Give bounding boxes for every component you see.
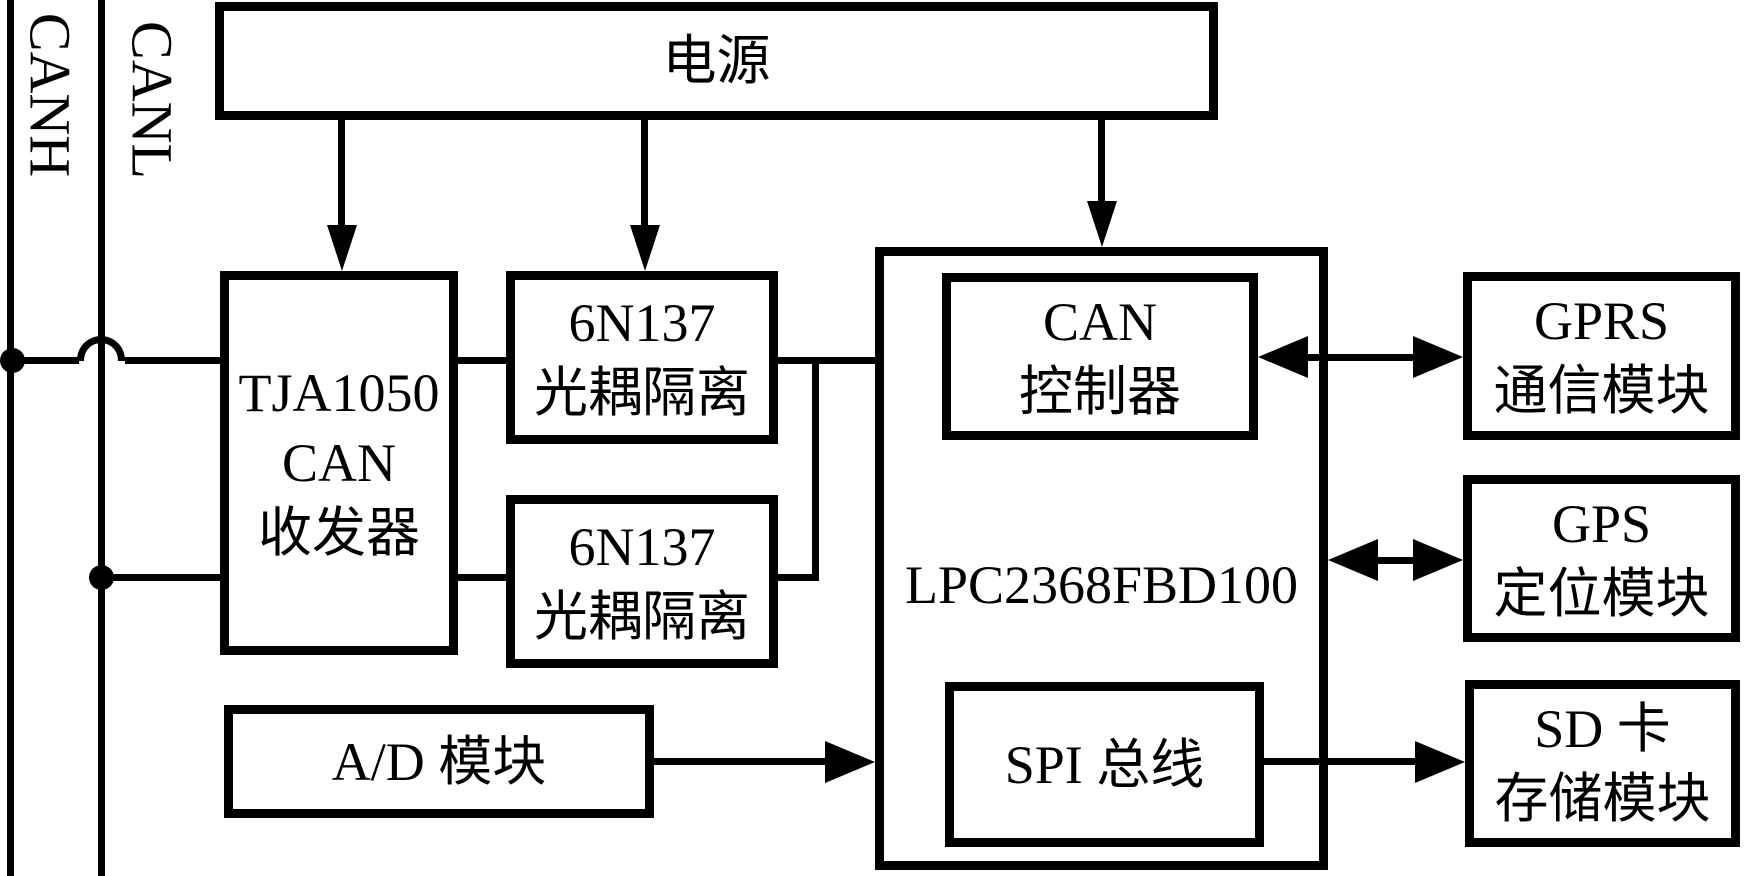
wire-power-to-optocoupler: [641, 120, 648, 228]
can-controller-label-line1: CAN: [1042, 291, 1157, 352]
wire-power-to-mcu: [1098, 120, 1105, 204]
canl-junction-dot: [89, 565, 114, 590]
canh-bus-line: [7, 0, 14, 876]
tja1050-label-line2: CAN: [281, 433, 396, 493]
gps-module-block: GPS 定位模块: [1463, 475, 1740, 642]
wire-tja1050-to-opto-top: [458, 357, 506, 364]
arrowhead-gps-to-mcu: [1328, 539, 1378, 581]
canl-bus-line: [98, 0, 105, 876]
arrowhead-mcu-to-gps: [1413, 539, 1463, 581]
optocoupler-bottom-label-line1: 6N137: [568, 516, 716, 577]
arrowhead-spi-to-sd: [1415, 741, 1465, 783]
arrowhead-power-to-mcu: [1087, 201, 1117, 247]
wire-canh-segment-right: [125, 357, 220, 364]
wire-mcu-gps: [1370, 557, 1420, 564]
arrowhead-can-controller-to-gprs: [1413, 336, 1463, 378]
gps-label-line2: 定位模块: [1493, 563, 1710, 624]
optocoupler-top-label-line1: 6N137: [568, 292, 716, 353]
gprs-label-line1: GPRS: [1533, 291, 1670, 351]
gps-label-line1: GPS: [1551, 493, 1652, 554]
wire-spi-to-sd: [1264, 758, 1420, 765]
tja1050-label-line3: 收发器: [258, 503, 420, 563]
wire-tja1050-to-opto-bottom: [458, 574, 506, 581]
tja1050-transceiver-block: TJA1050 CAN 收发器: [220, 271, 458, 655]
canh-junction-dot: [0, 348, 25, 373]
wire-power-to-tja1050: [338, 120, 345, 228]
optocoupler-top-label-line2: 光耦隔离: [534, 362, 750, 423]
mcu-label: LPC2368FBD100: [904, 555, 1299, 615]
wire-opto-top-to-mcu: [778, 357, 875, 364]
tja1050-label-line1: TJA1050: [238, 363, 440, 423]
canl-label: CANL: [119, 21, 185, 179]
optocoupler-bottom-block: 6N137 光耦隔离: [506, 495, 778, 668]
canl-crossover-hop: [77, 336, 125, 361]
wire-opto-junction-vertical: [812, 357, 819, 581]
optocoupler-top-block: 6N137 光耦隔离: [506, 271, 778, 444]
optocoupler-bottom-label-line2: 光耦隔离: [534, 586, 750, 647]
power-block: 电源: [215, 2, 1218, 120]
wire-ad-to-mcu: [654, 758, 832, 765]
sd-card-module-block: SD 卡 存储模块: [1465, 680, 1740, 847]
spi-bus-block: SPI 总线: [945, 682, 1264, 847]
gprs-module-block: GPRS 通信模块: [1463, 272, 1740, 440]
can-controller-label-line2: 控制器: [1019, 361, 1181, 422]
sd-card-label-line2: 存储模块: [1494, 768, 1711, 829]
spi-bus-label: SPI 总线: [1004, 734, 1205, 795]
sd-card-label-line1: SD 卡: [1534, 698, 1671, 759]
arrowhead-gprs-to-can-controller: [1258, 336, 1308, 378]
can-controller-block: CAN 控制器: [942, 273, 1258, 440]
arrowhead-power-to-optocoupler: [630, 225, 660, 271]
arrowhead-power-to-tja1050: [327, 225, 357, 271]
arrowhead-ad-to-mcu: [825, 741, 875, 783]
canh-label: CANH: [17, 12, 83, 178]
wire-can-controller-gprs: [1300, 354, 1420, 361]
ad-module-block: A/D 模块: [224, 705, 654, 818]
wire-opto-bottom-to-junction: [778, 574, 819, 581]
gprs-label-line2: 通信模块: [1493, 361, 1710, 421]
wire-canh-segment-left: [7, 357, 79, 364]
ad-module-label: A/D 模块: [331, 731, 547, 792]
wire-canl-to-tja1050: [101, 574, 220, 581]
power-label: 电源: [662, 31, 771, 91]
